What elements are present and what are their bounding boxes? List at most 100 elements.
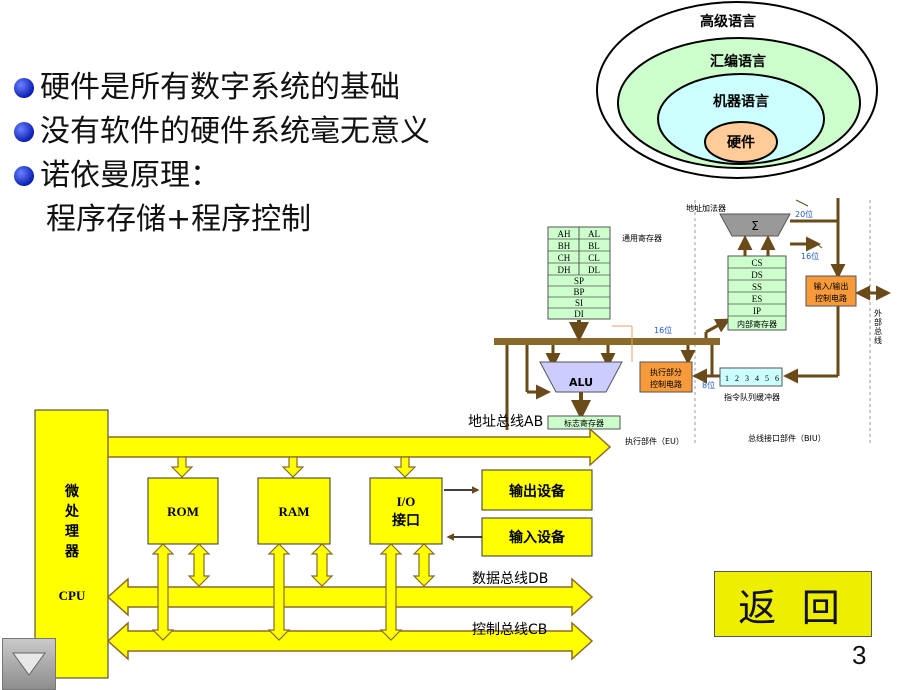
width-label: 20位: [795, 209, 813, 219]
bullet-item: 没有软件的硬件系统毫无意义: [14, 110, 430, 154]
io-control-label: 控制电路: [815, 293, 847, 303]
ram-data-arrow: [310, 543, 334, 587]
bullet-text: 没有软件的硬件系统毫无意义: [40, 114, 430, 149]
io-interface-block: [369, 477, 443, 545]
cpu-label: 微: [64, 483, 80, 500]
reg-label: SP: [574, 276, 584, 286]
io-control-label: 输入/输出: [814, 281, 849, 291]
layer-diagram: 高级语言 汇编语言 机器语言 硬件: [596, 1, 878, 179]
nav-down-button[interactable]: [2, 638, 56, 690]
cpu-label: 器: [64, 544, 80, 560]
back-button[interactable]: 返 回: [714, 571, 872, 637]
bullet-item: 硬件是所有数字系统的基础: [14, 66, 430, 110]
queue-label: 指令队列缓冲器: [724, 392, 780, 402]
queue-slot: 5: [765, 374, 769, 383]
internal-bus: [494, 338, 720, 345]
reg-label: AL: [588, 229, 600, 239]
io-data-arrow: [412, 543, 436, 587]
chevron-down-icon: [12, 652, 46, 676]
bullet-text: 诺依曼原理：: [40, 158, 220, 193]
reg-label: BL: [588, 241, 600, 251]
layer-label: 机器语言: [713, 93, 769, 110]
ext-bus-label: 外: [874, 308, 882, 318]
control-bus-label: 控制总线CB: [472, 622, 547, 638]
data-bus-label: 数据总线DB: [472, 571, 548, 587]
eu-label: 执行部件（EU）: [625, 436, 684, 446]
ab-to-rom-arrow: [170, 456, 194, 478]
output-device-block: [481, 469, 593, 511]
flags-label: 标志寄存器: [564, 418, 604, 428]
reg-label: BP: [573, 287, 584, 297]
bullet-dot: [14, 78, 34, 98]
ext-bus-label: 部: [874, 317, 882, 327]
alu-label: ALU: [569, 376, 593, 389]
instruction-queue: [719, 367, 783, 387]
rom-data-arrow: [187, 543, 211, 587]
bullet-dot: [14, 166, 34, 186]
bullet-text: 硬件是所有数字系统的基础: [40, 70, 400, 105]
cpu-internal-diagram: AH AL BH BL CH CL DH DL SP BP SI DI 通用寄存…: [494, 198, 891, 446]
layer-hardware: [704, 121, 778, 163]
layer-label: 高级语言: [700, 13, 756, 30]
reg-label: CH: [558, 253, 571, 263]
layer-label: 硬件: [727, 134, 755, 151]
rom-control-arrow: [151, 543, 175, 641]
seg-reg-label: CS: [751, 258, 762, 268]
exec-control-label: 控制电路: [650, 379, 682, 389]
seg-reg-label: DS: [751, 270, 763, 280]
layer-machine: [657, 73, 825, 165]
bullet-subtext: 程序存储+程序控制: [46, 202, 312, 237]
seg-reg-label: IP: [753, 306, 761, 316]
queue-slot: 3: [745, 374, 749, 383]
internal-registers-label: 内部寄存器: [737, 319, 777, 329]
data-bus: [106, 577, 594, 617]
layer-label: 汇编语言: [710, 53, 766, 70]
biu-label: 总线接口部件（BIU）: [748, 433, 826, 443]
reg-label: BH: [558, 241, 571, 251]
system-bus-diagram: 微 处 理 器 CPU 地址总线AB ROM RAM I/O 接口 输出设备 输…: [34, 409, 612, 679]
cpu-label: 处: [64, 503, 80, 520]
seg-reg-label: SS: [752, 282, 762, 292]
ab-to-io-arrow: [393, 456, 417, 478]
ram-block: [257, 477, 331, 545]
cpu-label: 理: [65, 524, 79, 540]
width-label: 16位: [654, 325, 672, 335]
address-adder-label: 地址加法器: [686, 203, 726, 213]
rom-block: [147, 477, 219, 545]
queue-slot: 2: [735, 374, 739, 383]
bullet-dot: [14, 122, 34, 142]
ext-bus-label: 线: [874, 335, 882, 345]
ab-to-ram-arrow: [281, 456, 305, 478]
sigma-label: Σ: [751, 219, 759, 233]
io-label: I/O: [397, 494, 416, 509]
ram-label: RAM: [278, 504, 309, 519]
reg-label: DL: [588, 265, 600, 275]
control-bus: [106, 621, 594, 661]
address-bus-label: 地址总线AB: [468, 414, 543, 430]
reg-label: AH: [558, 229, 571, 239]
reg-label: CL: [588, 253, 600, 263]
width-label: 16位: [801, 251, 819, 261]
queue-slot: 6: [775, 374, 779, 383]
general-registers-label: 通用寄存器: [622, 233, 662, 243]
reg-label: SI: [575, 298, 583, 308]
bullet-list: 硬件是所有数字系统的基础 没有软件的硬件系统毫无意义 诺依曼原理： 程序存储+程…: [14, 66, 430, 242]
page-number: 3: [852, 640, 867, 670]
width-label: 8位: [702, 380, 715, 390]
queue-slot: 4: [755, 374, 759, 383]
cpu-block: [34, 409, 109, 679]
rom-label: ROM: [167, 504, 199, 519]
reg-label: DI: [574, 309, 584, 319]
ram-control-arrow: [267, 543, 291, 641]
exec-control-block: [639, 361, 693, 393]
io-control-block: [805, 275, 857, 307]
exec-control-label: 执行部分: [650, 367, 682, 377]
flags-register: [547, 415, 621, 430]
reg-label: DH: [558, 265, 571, 275]
seg-reg-label: ES: [752, 294, 763, 304]
queue-slot: 1: [725, 374, 729, 383]
io-label: 接口: [392, 512, 420, 529]
output-device-label: 输出设备: [509, 483, 566, 500]
bullet-item: 诺依曼原理：: [14, 154, 430, 198]
